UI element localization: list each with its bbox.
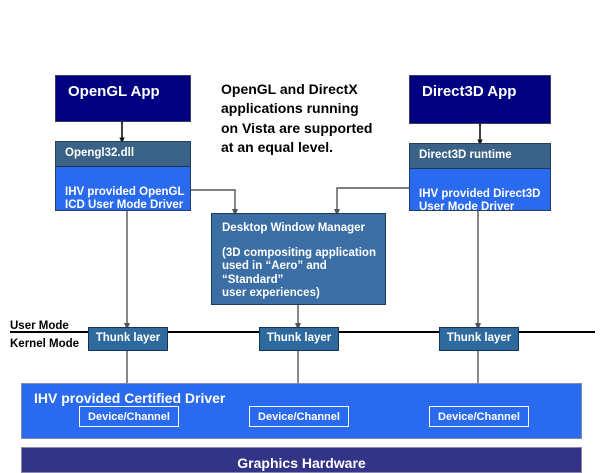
direct3d-runtime-label: Direct3D runtime [419, 149, 512, 161]
thunk-layer-right-label: Thunk layer [446, 332, 512, 344]
explanatory-note: OpenGL and DirectX applications running … [221, 81, 373, 155]
ihv-certified-driver-label: IHV provided Certified Driver [34, 390, 226, 406]
direct3d-runtime-box[interactable]: Direct3D runtime [409, 143, 551, 169]
opengl32-dll-box[interactable]: Opengl32.dll [55, 141, 191, 167]
device-channel-right-label: Device/Channel [438, 411, 520, 423]
connector-openglumd-to-dwm [191, 189, 238, 216]
thunk-layer-center[interactable]: Thunk layer [259, 327, 339, 351]
graphics-hardware-label: Graphics Hardware [237, 455, 366, 471]
device-channel-left-label: Device/Channel [88, 411, 170, 423]
kernel-mode-label: Kernel Mode [10, 338, 80, 350]
opengl-app-box[interactable]: OpenGL App [55, 75, 191, 122]
opengl-user-mode-driver-label: IHV provided OpenGL ICD User Mode Driver [65, 185, 185, 212]
direct3d-app-label: Direct3D App [422, 83, 517, 100]
user-mode-label: User Mode [10, 320, 69, 332]
connector-d3dumd-to-dwm [334, 187, 409, 216]
graphics-hardware-bar: Graphics Hardware [21, 447, 582, 473]
dwm-description: (3D compositing application used in “Aer… [222, 246, 376, 300]
dwm-title: Desktop Window Manager [222, 222, 366, 234]
opengl-app-label: OpenGL App [68, 83, 160, 100]
desktop-window-manager-box[interactable]: Desktop Window Manager (3D compositing a… [211, 213, 386, 305]
thunk-layer-right[interactable]: Thunk layer [439, 327, 519, 351]
device-channel-left[interactable]: Device/Channel [79, 406, 179, 427]
thunk-layer-left-label: Thunk layer [95, 332, 161, 344]
thunk-layer-center-label: Thunk layer [266, 332, 332, 344]
opengl32-dll-label: Opengl32.dll [65, 147, 135, 159]
direct3d-user-mode-driver-box[interactable]: IHV provided Direct3D User Mode Driver [409, 169, 551, 214]
direct3d-user-mode-driver-label: IHV provided Direct3D User Mode Driver [419, 187, 541, 214]
direct3d-app-box[interactable]: Direct3D App [409, 75, 551, 124]
device-channel-center-label: Device/Channel [258, 411, 340, 423]
opengl-user-mode-driver-box[interactable]: IHV provided OpenGL ICD User Mode Driver [55, 167, 191, 211]
device-channel-right[interactable]: Device/Channel [429, 406, 529, 427]
device-channel-center[interactable]: Device/Channel [249, 406, 349, 427]
thunk-layer-left[interactable]: Thunk layer [88, 327, 168, 351]
